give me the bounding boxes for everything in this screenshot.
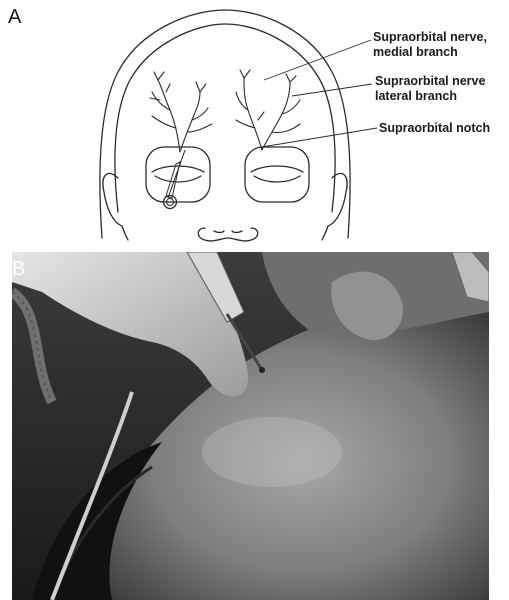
hairline <box>115 24 335 212</box>
lateral-branch-label: Supraorbital nerve lateral branch <box>375 74 485 104</box>
panel-b-label: B <box>12 258 25 281</box>
left-nerve-branches <box>150 72 212 152</box>
nose <box>198 228 258 241</box>
left-orbit <box>146 147 210 202</box>
panel-a-label: A <box>8 6 21 29</box>
right-nerve-branches <box>236 70 300 150</box>
right-ear <box>328 173 347 226</box>
supraorbital-notch-label: Supraorbital notch <box>379 121 490 136</box>
medial-branch-label: Supraorbital nerve, medial branch <box>373 30 487 60</box>
clinical-photo <box>12 252 489 600</box>
photo-illustration <box>12 252 489 600</box>
head-outline <box>100 10 350 238</box>
leader-lines <box>262 40 377 147</box>
right-orbit <box>245 147 309 202</box>
left-ear <box>103 173 122 226</box>
needle-icon <box>164 150 186 209</box>
